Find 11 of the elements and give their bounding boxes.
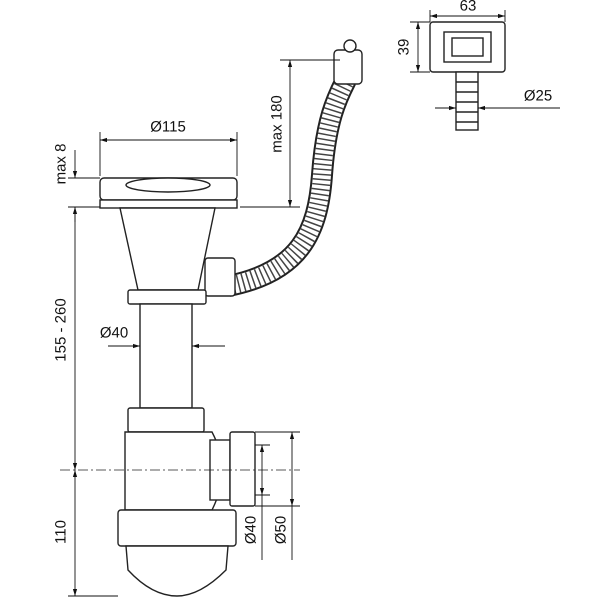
dimension-label: 110 [54,520,68,544]
dimension-label: max 180 [270,95,284,153]
dimension-label: Ø50 [274,516,288,544]
dimension-label: Ø115 [150,120,186,134]
dimension-label: 63 [460,0,476,14]
dimension-label: Ø25 [524,88,552,104]
dimension-label: max 8 [54,144,68,184]
dimension-label: Ø40 [244,516,258,544]
dimension-label: 155 - 260 [54,298,68,362]
dimension-label: Ø40 [100,326,128,340]
dimension-label: 39 [396,38,412,56]
